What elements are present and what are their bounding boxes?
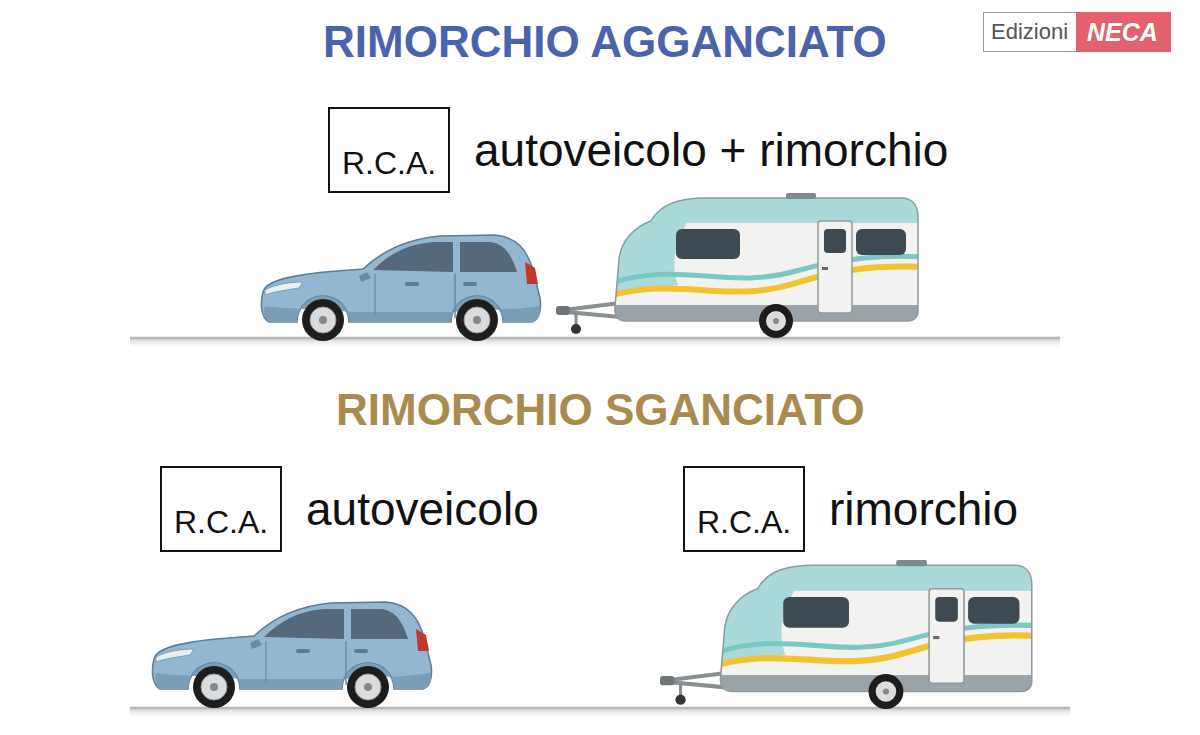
logo-brand: NECA	[1076, 12, 1171, 52]
certificate-label: R.C.A.	[697, 506, 791, 538]
certificate-box: R.C.A.	[160, 466, 282, 552]
section-heading: RIMORCHIO SGANCIATO	[336, 388, 865, 432]
ground-line	[130, 708, 1070, 719]
coverage-caption: autoveicolo	[306, 486, 539, 532]
car-drawing	[152, 602, 431, 708]
certificate-label: R.C.A.	[342, 147, 436, 179]
insurance-certificate: R.C.A. rimorchio	[683, 466, 1018, 552]
certificate-box: R.C.A.	[328, 107, 450, 193]
insurance-certificate: R.C.A. autoveicolo + rimorchio	[328, 107, 948, 193]
certificate-box: R.C.A.	[683, 466, 805, 552]
coverage-caption: autoveicolo + rimorchio	[474, 127, 948, 173]
insurance-certificate: R.C.A. autoveicolo	[160, 466, 539, 552]
publisher-logo: EdizioniNECA	[983, 12, 1171, 52]
logo-word: Edizioni	[983, 12, 1076, 52]
ground-line	[130, 338, 1060, 349]
certificate-label: R.C.A.	[174, 506, 268, 538]
coverage-caption: rimorchio	[829, 486, 1018, 532]
caravan-drawing	[556, 193, 926, 338]
caravan-drawing	[660, 560, 1040, 709]
car-drawing	[261, 235, 540, 341]
main-title: RIMORCHIO AGGANCIATO	[323, 20, 887, 64]
